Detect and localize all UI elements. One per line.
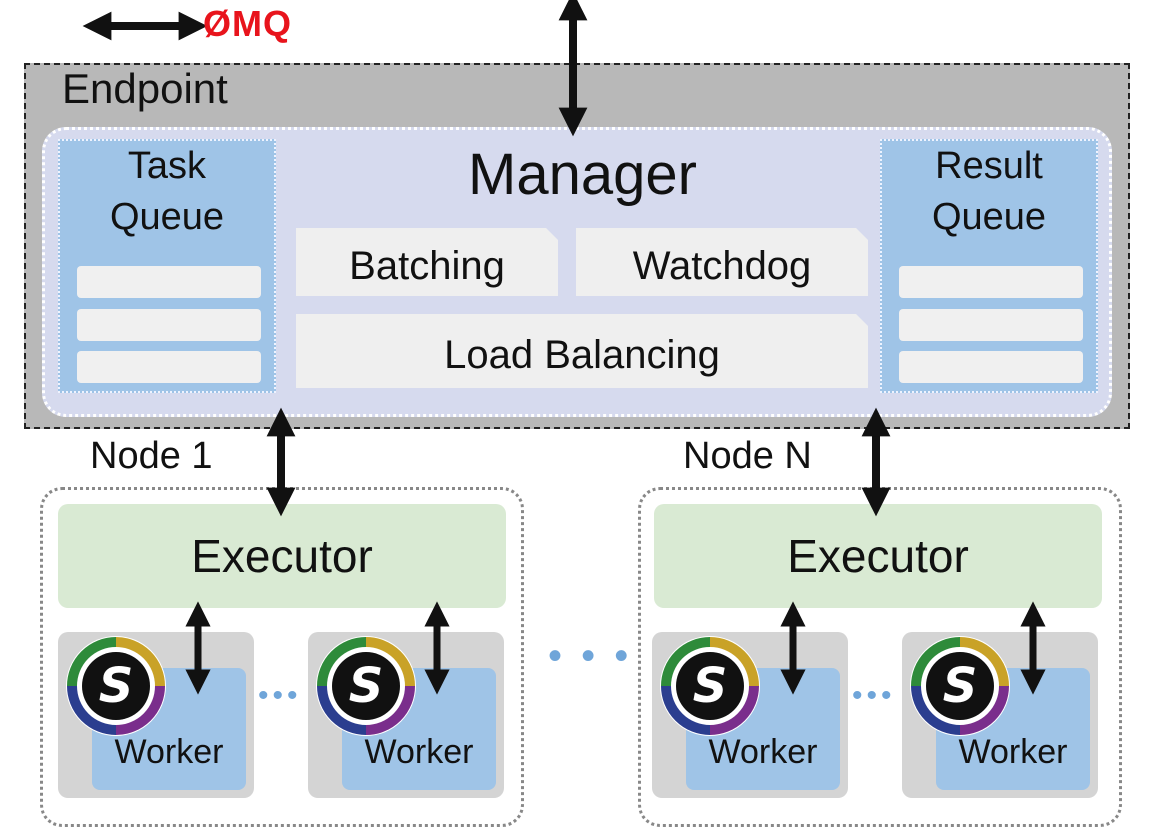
worker-logo-icon: S: [66, 636, 166, 736]
endpoint-label: Endpoint: [62, 65, 228, 112]
worker-logo-icon: S: [910, 636, 1010, 736]
logo-letter: S: [349, 658, 384, 714]
worker-logo-icon: S: [660, 636, 760, 736]
worker-label: Worker: [708, 733, 818, 771]
task-queue-slot: [77, 266, 261, 298]
worker-label: Worker: [364, 733, 474, 771]
batching-module: Batching: [296, 228, 558, 296]
logo-letter: S: [693, 658, 728, 714]
result-queue-slot: [899, 309, 1083, 341]
logo-letter: S: [943, 658, 978, 714]
task-queue-slot: [77, 309, 261, 341]
worker-label: Worker: [114, 733, 224, 771]
node-n-label: Node N: [683, 435, 812, 477]
result-queue-title: Result Queue: [931, 145, 1047, 238]
task-queue-title: Task Queue: [109, 145, 225, 238]
node-1-executor: Executor: [58, 504, 506, 608]
worker-ellipsis: •••: [852, 679, 896, 712]
node-ellipsis: • • •: [548, 634, 633, 678]
node-1-label: Node 1: [90, 435, 213, 477]
logo-letter: S: [99, 658, 134, 714]
result-queue-slot: [899, 266, 1083, 298]
task-queue-slot: [77, 351, 261, 383]
worker-logo-icon: S: [316, 636, 416, 736]
result-queue-slot: [899, 351, 1083, 383]
watchdog-module: Watchdog: [576, 228, 868, 296]
load-balancing-module: Load Balancing: [296, 314, 868, 388]
worker-ellipsis: •••: [258, 679, 302, 712]
zmq-label: ØMQ: [203, 3, 292, 44]
worker-label: Worker: [958, 733, 1068, 771]
node-n-executor: Executor: [654, 504, 1102, 608]
manager-title: Manager: [468, 142, 697, 207]
